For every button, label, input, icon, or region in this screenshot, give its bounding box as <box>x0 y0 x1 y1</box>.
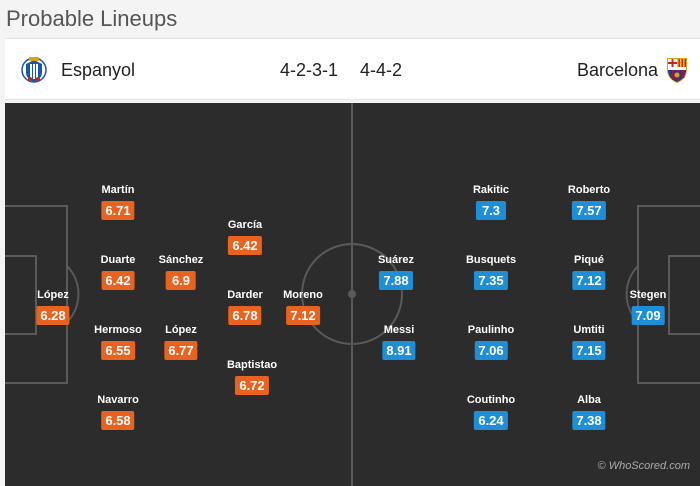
home-player-attacking-midfielder-1[interactable]: García 6.42 <box>228 218 262 255</box>
player-name: Duarte <box>100 254 136 266</box>
player-rating-badge: 6.42 <box>228 236 262 255</box>
player-rating-badge: 7.09 <box>631 306 665 325</box>
away-player-defender-2[interactable]: Piqué 7.12 <box>572 253 606 290</box>
home-player-forward[interactable]: Moreno 7.12 <box>283 288 323 325</box>
player-name: López <box>37 289 69 301</box>
away-player-defender-1[interactable]: Roberto 7.57 <box>568 183 610 220</box>
player-rating-badge: 6.24 <box>474 411 508 430</box>
home-formation: 4-2-3-1 <box>280 60 339 80</box>
player-rating-badge: 6.77 <box>164 341 198 360</box>
player-name: Coutinho <box>466 394 516 406</box>
player-name: Navarro <box>97 394 139 406</box>
player-rating-badge: 7.38 <box>572 411 606 430</box>
home-player-midfielder-2[interactable]: López 6.77 <box>164 323 198 360</box>
player-rating-badge: 6.58 <box>101 411 135 430</box>
player-rating-badge: 8.91 <box>382 341 416 360</box>
away-player-goalkeeper[interactable]: Stegen 7.09 <box>629 288 667 325</box>
home-player-defender-4[interactable]: Navarro 6.58 <box>97 393 139 430</box>
home-player-defender-1[interactable]: Martín 6.71 <box>101 183 135 220</box>
player-name: Paulinho <box>467 324 515 336</box>
watermark: © WhoScored.com <box>597 460 690 472</box>
player-rating-badge: 6.55 <box>101 341 135 360</box>
player-rating-badge: 7.57 <box>572 201 606 220</box>
player-name: Baptistao <box>226 359 278 371</box>
player-name: Rakitic <box>472 184 510 196</box>
player-name: Suárez <box>377 254 415 266</box>
player-name: Darder <box>227 289 263 301</box>
player-name: Moreno <box>283 289 323 301</box>
away-team-name: Barcelona <box>576 59 658 80</box>
barcelona-crest-icon <box>664 55 690 85</box>
player-rating-badge: 7.12 <box>286 306 320 325</box>
home-team[interactable]: Espanyol <box>21 39 135 101</box>
away-player-midfielder-3[interactable]: Paulinho 7.06 <box>468 323 514 360</box>
player-rating-badge: 6.42 <box>101 271 135 290</box>
espanyol-crest-icon <box>21 55 47 85</box>
home-player-defender-3[interactable]: Hermoso 6.55 <box>94 323 142 360</box>
player-name: Messi <box>383 324 415 336</box>
player-name: Martín <box>101 184 135 196</box>
home-player-goalkeeper[interactable]: López 6.28 <box>36 288 70 325</box>
player-rating-badge: 7.12 <box>572 271 606 290</box>
player-rating-badge: 6.78 <box>228 306 262 325</box>
home-player-attacking-midfielder-2[interactable]: Darder 6.78 <box>227 288 263 325</box>
away-player-defender-4[interactable]: Alba 7.38 <box>572 393 606 430</box>
away-player-defender-3[interactable]: Umtiti 7.15 <box>572 323 606 360</box>
page-title: Probable Lineups <box>6 6 178 31</box>
player-name: Alba <box>577 394 601 406</box>
away-player-midfielder-1[interactable]: Rakitic 7.3 <box>473 183 509 220</box>
player-name: Hermoso <box>94 324 142 336</box>
player-name: Umtiti <box>573 324 605 336</box>
player-rating-badge: 6.9 <box>165 271 196 290</box>
player-name: Sánchez <box>158 254 204 266</box>
away-team[interactable]: Barcelona <box>577 39 690 101</box>
home-player-midfielder-1[interactable]: Sánchez 6.9 <box>158 253 204 290</box>
player-rating-badge: 6.72 <box>235 376 269 395</box>
home-player-attacking-midfielder-3[interactable]: Baptistao 6.72 <box>227 358 277 395</box>
player-name: Roberto <box>567 184 611 196</box>
player-name: Piqué <box>574 254 604 266</box>
away-player-midfielder-2[interactable]: Busquets 7.35 <box>466 253 516 290</box>
player-name: García <box>227 219 263 231</box>
player-name: Busquets <box>465 254 517 266</box>
player-rating-badge: 7.88 <box>379 271 413 290</box>
player-rating-badge: 7.15 <box>572 341 606 360</box>
home-player-defender-2[interactable]: Duarte 6.42 <box>100 253 136 290</box>
away-player-forward-2[interactable]: Messi 8.91 <box>382 323 416 360</box>
player-name: López <box>165 324 197 336</box>
player-rating-badge: 7.35 <box>474 271 508 290</box>
home-team-name: Espanyol <box>61 59 136 80</box>
player-rating-badge: 6.71 <box>101 201 135 220</box>
away-player-forward-1[interactable]: Suárez 7.88 <box>378 253 414 290</box>
player-rating-badge: 6.28 <box>36 306 70 325</box>
player-rating-badge: 7.3 <box>475 201 506 220</box>
away-player-midfielder-4[interactable]: Coutinho 6.24 <box>467 393 515 430</box>
pitch: López 6.28 Martín 6.71 Duarte 6.42 Hermo… <box>5 103 700 486</box>
away-formation: 4-4-2 <box>360 60 403 80</box>
player-name: Stegen <box>629 289 667 301</box>
player-rating-badge: 7.06 <box>474 341 508 360</box>
teams-bar: Espanyol 4-2-3-1 4-4-2 Barcelona <box>5 38 700 100</box>
